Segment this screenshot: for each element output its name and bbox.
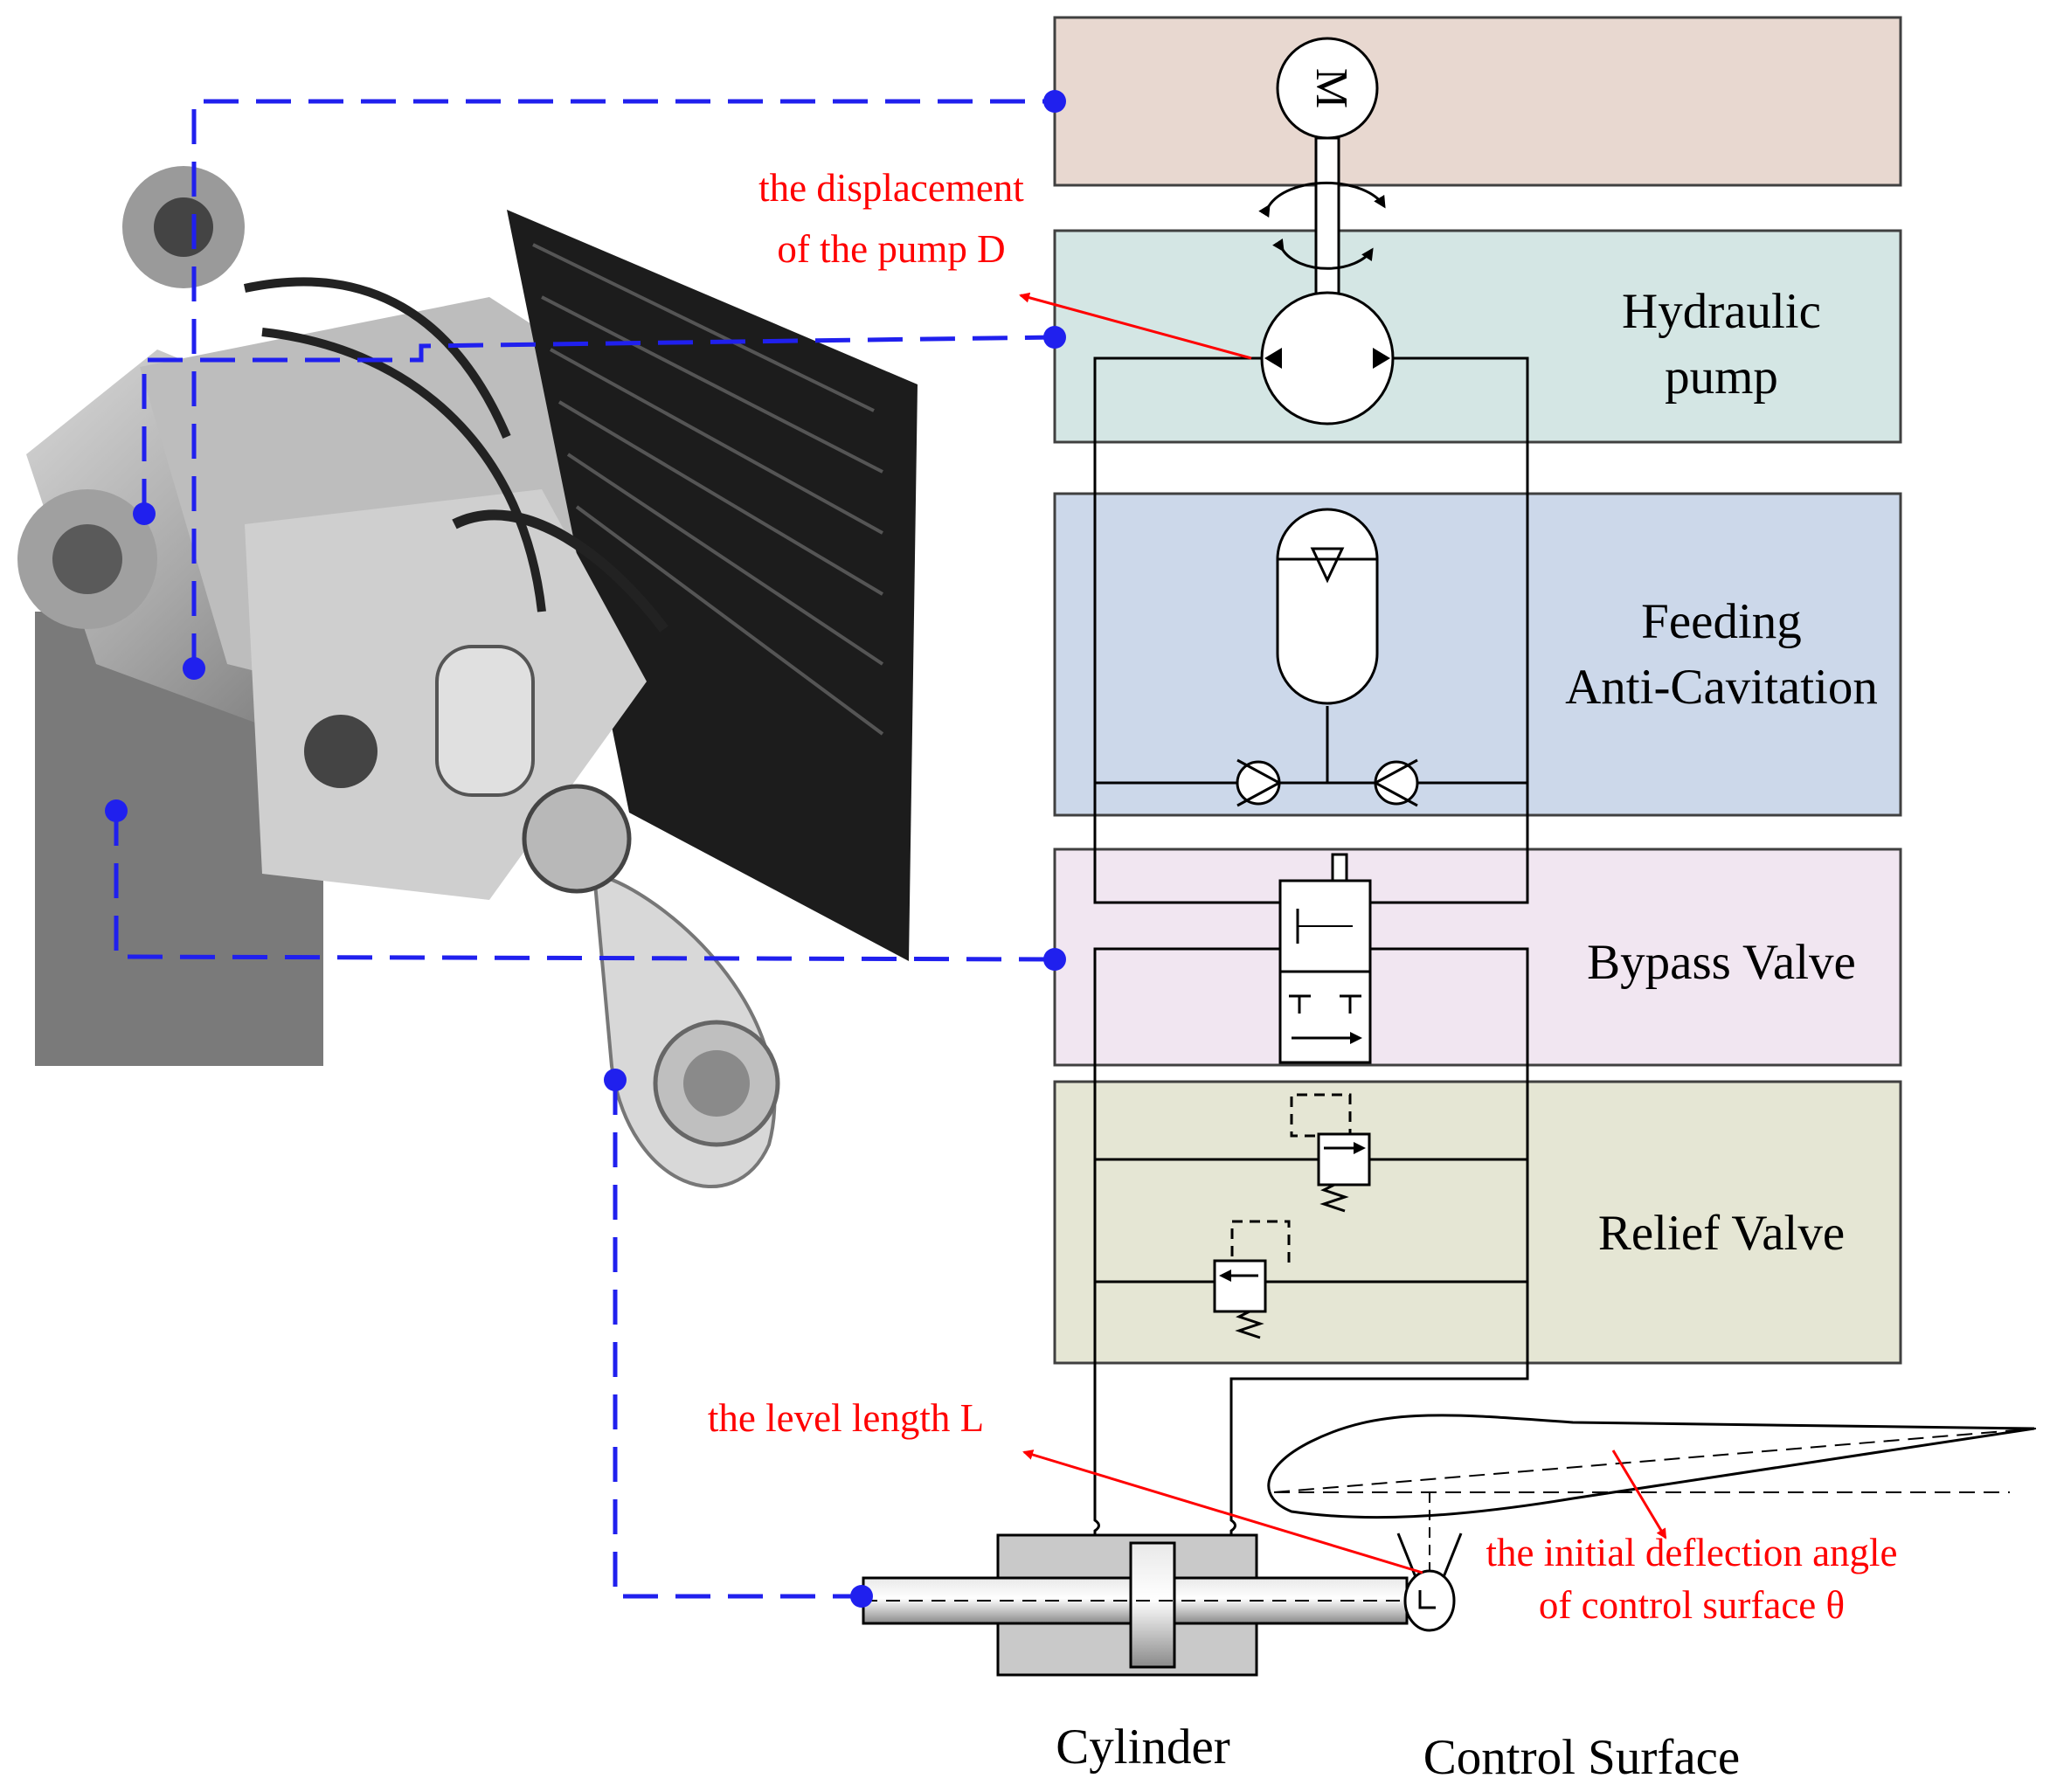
relief-valve-upper (1290, 1093, 1371, 1213)
feeding-label-line1: Feeding (1641, 594, 1802, 649)
feeding-block: Feeding Anti-Cavitation (1053, 492, 1902, 817)
pump-label-line2: pump (1665, 349, 1778, 405)
displacement-annotation-line1: the displacement (758, 166, 1024, 210)
leader-dots (105, 90, 1066, 1608)
motor-symbol: M (1258, 37, 1386, 297)
check-valves (1236, 758, 1419, 807)
displacement-annotation-line2: of the pump D (777, 227, 1005, 271)
relief-block: Relief Valve (1053, 1080, 1902, 1365)
control-surface-symbol (1267, 1414, 2037, 1632)
cylinder-symbol (862, 1509, 1409, 1677)
bypass-valve-symbol (1278, 853, 1372, 1064)
cylinder-caption: Cylinder (1056, 1719, 1229, 1775)
control-surface-caption: Control Surface (1423, 1730, 1740, 1785)
lever-length-annotation: the level length L (708, 1396, 984, 1440)
motor-letter: M (1306, 68, 1356, 108)
motor-block (1053, 16, 1902, 187)
bypass-block: Bypass Valve (1053, 848, 1902, 1067)
pump-symbol (1260, 291, 1395, 426)
bypass-label: Bypass Valve (1587, 935, 1856, 990)
deflection-angle-annotation-line1: the initial deflection angle (1486, 1531, 1897, 1574)
annotation-arrows (1019, 292, 1667, 1574)
relief-label: Relief Valve (1598, 1206, 1845, 1261)
pump-block: Hydraulic pump (1053, 229, 1902, 444)
feeding-label-line2: Anti-Cavitation (1565, 660, 1878, 715)
relief-valve-lower (1213, 1220, 1291, 1339)
actuator-photo (17, 166, 918, 1189)
deflection-angle-annotation-line2: of control surface θ (1539, 1583, 1845, 1627)
accumulator-symbol (1276, 508, 1379, 705)
hydraulic-lines (1093, 356, 1529, 1509)
leader-lines (114, 99, 1056, 1599)
pump-label-line1: Hydraulic (1622, 284, 1821, 339)
